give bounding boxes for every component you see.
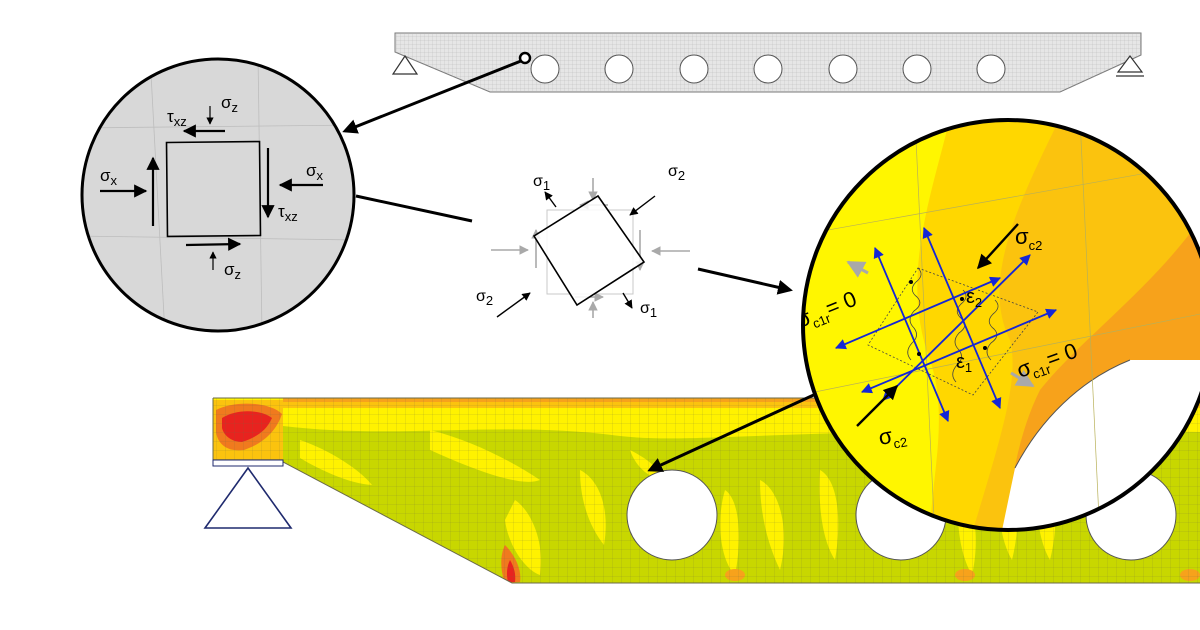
label-epsilon-2: ε2 — [966, 286, 982, 310]
label-sigma-1-bottom: σ1 — [640, 300, 657, 320]
connector-arrow-crack-to-opening — [647, 391, 819, 472]
label-sigma-c2-bottom: σc2 — [877, 421, 909, 454]
beam-overview-web-openings — [530, 54, 1006, 84]
stress-element-detail: τxz σz σx σx τxz σz — [80, 57, 356, 333]
connector-arrow-principal-to-crack — [697, 267, 793, 295]
label-sigma-1-top: σ1 — [533, 173, 550, 193]
stress-element-square — [165, 140, 262, 238]
label-sigma-2-top: σ2 — [668, 163, 685, 183]
roller-support-icon — [1116, 55, 1144, 77]
label-tau-xz-top: τxz — [167, 107, 187, 129]
pinned-support-icon — [391, 54, 419, 75]
connector-arrow-sample-to-element — [342, 59, 522, 134]
principal-element-square — [532, 194, 646, 307]
label-sigma-c2-top: σc2 — [1015, 224, 1042, 253]
label-sigma-2-bottom: σ2 — [476, 288, 493, 308]
crack-detail-circle-outline — [801, 118, 1200, 532]
label-sigma-x-right: σx — [306, 161, 324, 183]
label-epsilon-1: ε1 — [956, 351, 972, 375]
sample-point-marker — [518, 51, 532, 65]
label-sigma-x-left: σx — [100, 166, 118, 188]
beam-overview — [391, 32, 1144, 93]
label-sigma-z-bottom: σz — [224, 260, 241, 282]
label-sigma-z-top: σz — [221, 93, 238, 115]
shear-arrow-bottom — [185, 237, 242, 251]
principal-stress-element: σ1 σ2 σ2 σ1 — [476, 163, 690, 320]
support-bearing-icon — [203, 459, 293, 529]
label-tau-xz-right: τxz — [278, 202, 298, 224]
connector-line-element-to-principal — [355, 194, 473, 223]
